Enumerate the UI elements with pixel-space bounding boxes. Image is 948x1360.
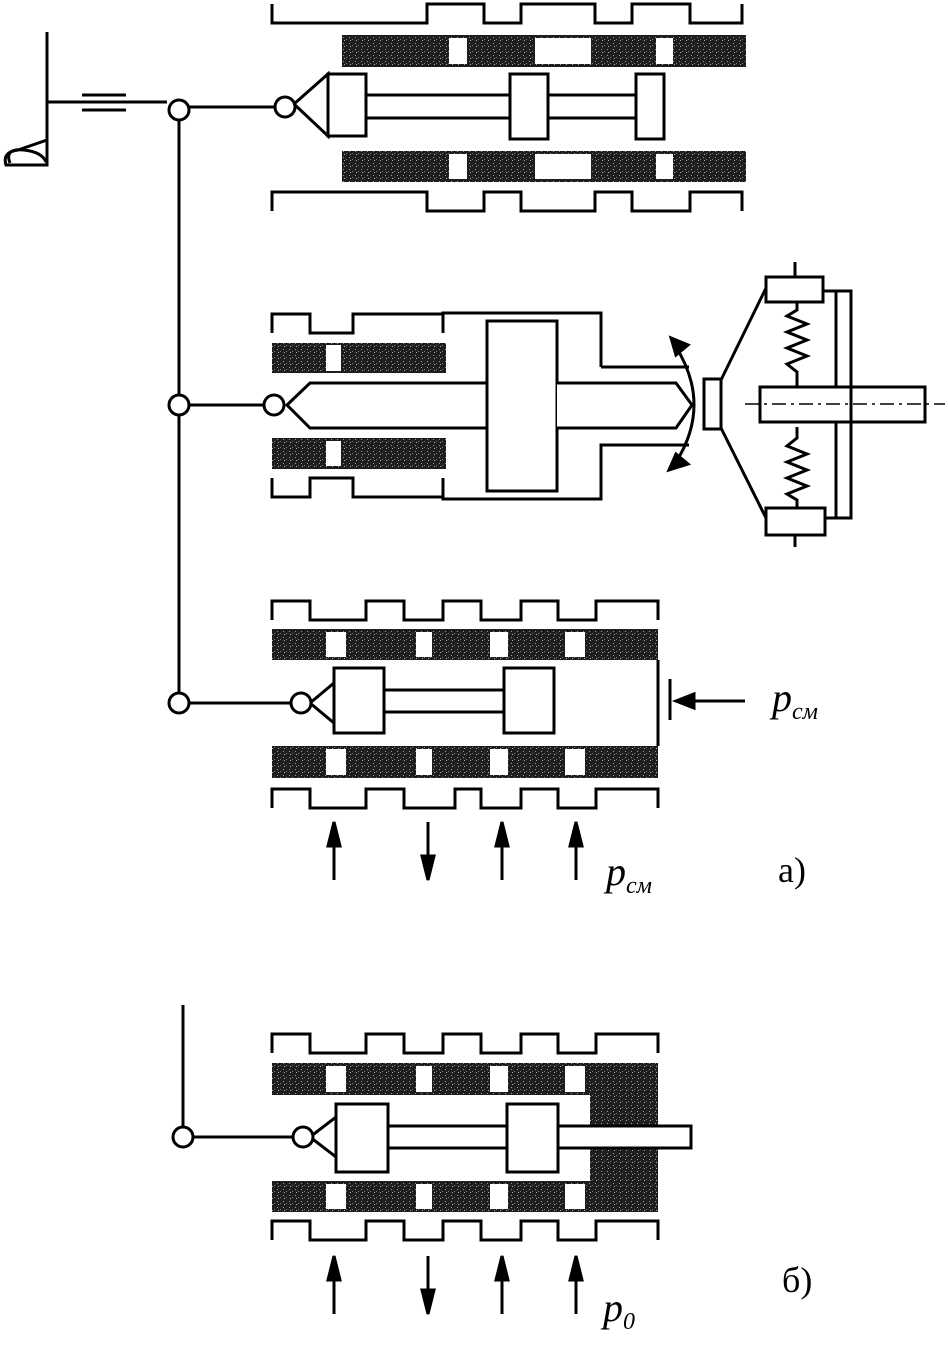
figure-label-b: б): [782, 1260, 813, 1300]
control-lever: [3, 32, 167, 167]
pivot-valve-b: [291, 1125, 315, 1149]
pivot-joints: [167, 95, 315, 1149]
valve-b: [181, 1005, 693, 1315]
top-spool-valve: [179, 2, 746, 213]
middle-piston: [485, 319, 559, 493]
middle-valve: [179, 311, 694, 501]
pivot-top-valve: [273, 95, 297, 119]
middle-sleeve-lower: [272, 438, 446, 469]
label-p0: p0: [603, 1285, 635, 1335]
pivot-link-bottom: [167, 691, 191, 715]
middle-sleeve-upper: [272, 343, 446, 373]
label-p-sm-right: pсм: [772, 675, 818, 725]
pivot-middle-valve: [262, 393, 286, 417]
pivot-link-b: [171, 1125, 195, 1149]
pivot-link-top: [167, 98, 191, 122]
valve-a: [190, 599, 745, 881]
flapper-swing-arrows: [666, 335, 696, 473]
pivot-valve-a: [289, 691, 313, 715]
pivot-link-middle: [167, 393, 191, 417]
spring-feedback-unit: [702, 262, 945, 547]
label-p-sm-bottom: pсм: [606, 849, 652, 899]
figure-label-a: а): [778, 850, 806, 890]
